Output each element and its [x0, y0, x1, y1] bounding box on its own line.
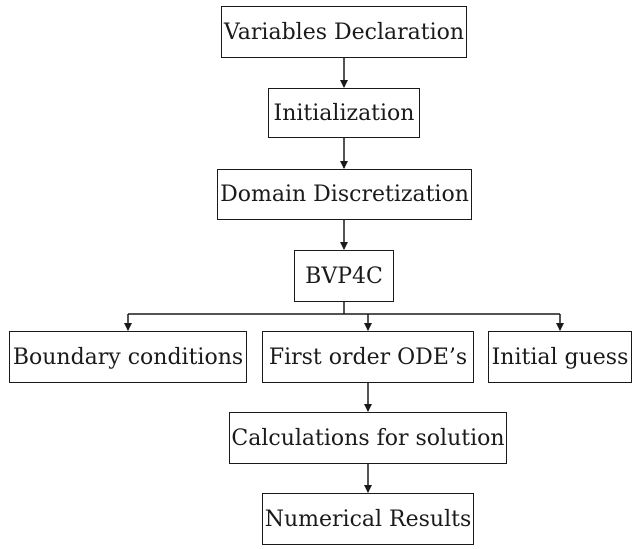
node-label: Numerical Results: [264, 506, 472, 532]
node-boundary-conditions: Boundary conditions: [9, 331, 247, 383]
node-first-order-odes: First order ODE’s: [262, 331, 474, 383]
node-label: Initialization: [273, 100, 415, 126]
node-initial-guess: Initial guess: [488, 331, 632, 383]
node-variables-declaration: Variables Declaration: [221, 6, 467, 58]
node-numerical-results: Numerical Results: [262, 493, 474, 545]
node-domain-discretization: Domain Discretization: [217, 169, 472, 220]
node-label: Boundary conditions: [12, 344, 244, 370]
node-label: Calculations for solution: [231, 425, 505, 451]
node-initialization: Initialization: [268, 88, 420, 138]
node-label: BVP4C: [305, 263, 383, 289]
node-label: First order ODE’s: [268, 344, 468, 370]
node-label: Variables Declaration: [223, 19, 465, 45]
node-bvp4c: BVP4C: [294, 250, 394, 302]
node-label: Domain Discretization: [220, 182, 469, 207]
node-label: Initial guess: [491, 344, 629, 370]
node-calculations-for-solution: Calculations for solution: [229, 412, 507, 464]
